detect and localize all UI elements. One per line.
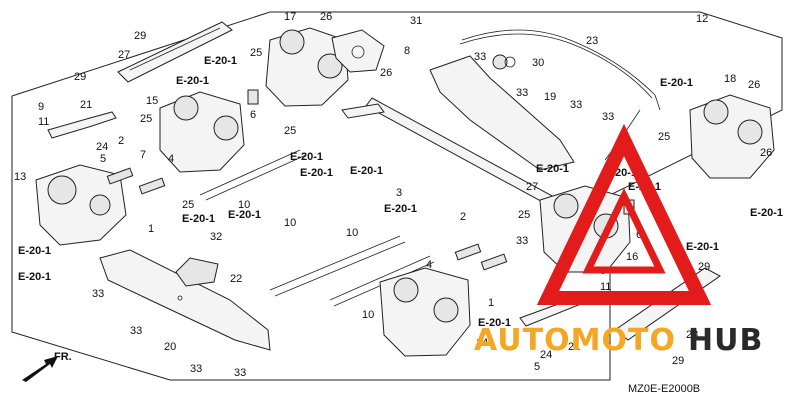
ref-label: E-20-1: [300, 167, 333, 179]
part-27-rail: [117, 21, 233, 83]
ref-label: E-20-1: [18, 245, 51, 257]
part-number: 33: [234, 367, 246, 379]
part-number: 29: [698, 261, 710, 273]
ref-label: E-20-1: [204, 55, 237, 67]
part-19-plate: [429, 55, 575, 171]
ref-label: E-20-1: [686, 241, 719, 253]
part-number: 4: [168, 153, 174, 165]
part-22-holder: [175, 257, 219, 287]
carburetor-14: [379, 267, 471, 357]
part-number: 25: [250, 47, 262, 59]
ref-label: E-20-1: [176, 75, 209, 87]
part-number: 10: [362, 309, 374, 321]
part-number: 26: [320, 11, 332, 23]
ref-label: E-20-1: [478, 317, 511, 329]
part-number: 13: [14, 171, 26, 183]
part-number: 18: [724, 73, 736, 85]
part-number: 33: [92, 288, 104, 300]
part-number: 29: [672, 355, 684, 367]
part-20-bracket: [99, 249, 271, 351]
ref-label: E-20-1: [350, 165, 383, 177]
part-number: 1: [148, 223, 154, 235]
part-number: 8: [404, 45, 410, 57]
part-number: 11: [600, 281, 611, 293]
part-number: 24: [540, 349, 552, 361]
carburetor-13: [35, 164, 127, 246]
part-number: 22: [230, 273, 242, 285]
part-number: 16: [626, 251, 638, 263]
ref-label: E-20-1: [18, 271, 51, 283]
front-arrow: FR.: [22, 351, 72, 382]
part-number: 28: [686, 329, 698, 341]
part-number: 24: [96, 141, 108, 153]
part-number: 21: [568, 341, 580, 353]
ref-label: E-20-1: [182, 213, 215, 225]
part-number: 25: [518, 209, 530, 221]
part-number: 29: [134, 30, 146, 42]
part-number: 10: [238, 199, 250, 211]
part-number: 25: [658, 131, 670, 143]
part-8-plate: [331, 29, 385, 73]
part-number: 12: [696, 13, 708, 25]
part-number: 2: [118, 135, 124, 147]
part-number: 33: [570, 99, 582, 111]
part-number: 4: [426, 259, 432, 271]
part-number: 19: [544, 91, 556, 103]
part-number: 6: [636, 229, 642, 241]
part-number: 1: [488, 297, 494, 309]
part-number: 25: [284, 125, 296, 137]
part-number: 32: [210, 231, 222, 243]
part-number: 3: [396, 187, 402, 199]
watermark-logo: AUTOMOTO HUB: [474, 123, 763, 358]
part-number: 2: [460, 211, 466, 223]
part-number: 23: [586, 35, 598, 47]
part-number: 33: [516, 235, 528, 247]
part-number: 20: [164, 341, 176, 353]
ref-label: E-20-1: [660, 77, 693, 89]
part-number: 5: [534, 361, 540, 373]
part-number: 14: [476, 337, 488, 349]
ref-label: E-20-1: [228, 209, 261, 221]
front-label: FR.: [54, 351, 72, 363]
ref-label: E-20-1: [290, 151, 323, 163]
part-number: 25: [140, 113, 152, 125]
part-number: 10: [346, 227, 358, 239]
part-number: 29: [74, 71, 86, 83]
ref-label: E-20-1: [750, 207, 783, 219]
part-number: 11: [38, 116, 49, 128]
ref-label: E-20-1: [384, 203, 417, 215]
watermark-word-1: AUTOMOTO: [474, 323, 676, 358]
part-number: 27: [118, 49, 130, 61]
carburetor-18: [689, 94, 775, 179]
diagram-code: MZ0E-E2000B: [628, 383, 700, 395]
part-number: 31: [410, 15, 422, 27]
part-number-labels: 17 26 31 12 29 27 29 25 8 23 33 30 26 18…: [14, 11, 772, 379]
part-number: 33: [474, 51, 486, 63]
part-number: 26: [760, 147, 772, 159]
part-number: 26: [748, 79, 760, 91]
part-number: 7: [140, 149, 146, 161]
part-number: 33: [130, 325, 142, 337]
part-number: 17: [284, 11, 296, 23]
part-number: 21: [80, 99, 92, 111]
part-number: 25: [182, 199, 194, 211]
part-number: 5: [100, 153, 106, 165]
part-number: 10: [284, 217, 296, 229]
part-number: 15: [146, 95, 158, 107]
part-number: 26: [380, 67, 392, 79]
carburetor-17: [265, 27, 349, 107]
part-number: 9: [38, 101, 44, 113]
part-number: 33: [602, 111, 614, 123]
part-number: 33: [190, 363, 202, 375]
part-number: 6: [250, 109, 256, 121]
carburetor-15: [159, 91, 245, 173]
part-number: 33: [516, 87, 528, 99]
part-number: 27: [526, 181, 538, 193]
ref-label: E-20-1: [536, 163, 569, 175]
part-number: 30: [532, 57, 544, 69]
watermark-word-2: HUB: [688, 323, 763, 358]
